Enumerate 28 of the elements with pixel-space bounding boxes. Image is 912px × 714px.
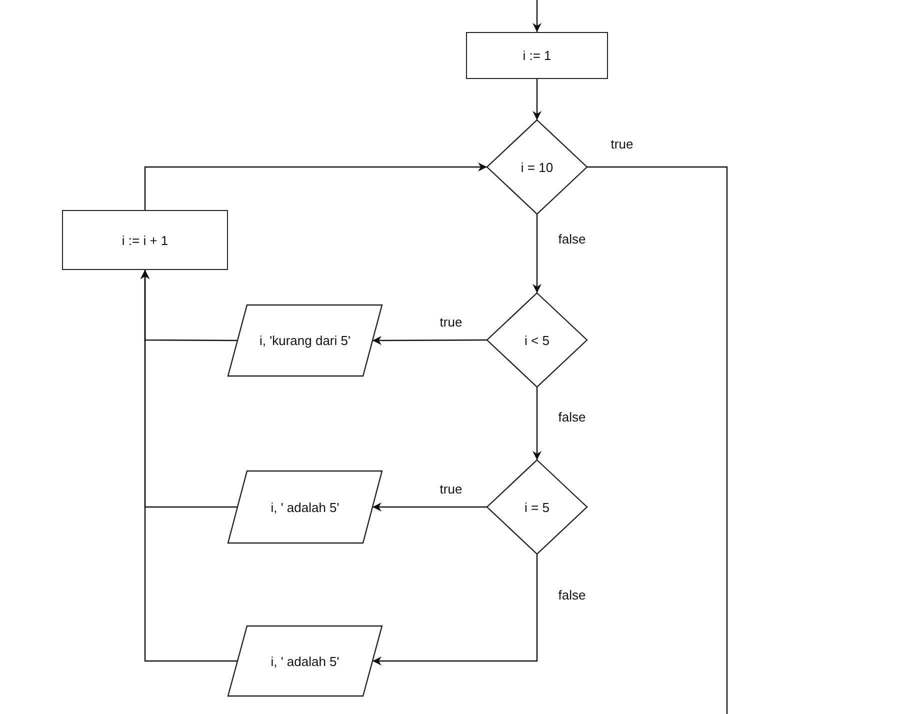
connector-arrow [372,336,487,345]
output-parallelogram [228,305,382,376]
node-label: i := 1 [522,48,552,63]
connector-arrow [532,387,542,460]
node-label: i = 10 [520,160,554,174]
output-parallelogram [228,626,382,696]
edge-label: false [556,232,588,246]
output-parallelogram [228,471,382,543]
node-label: i < 5 [524,332,550,348]
decision-diamond [487,460,587,554]
node-label: i = 5 [524,500,550,514]
connector-arrow [140,270,238,662]
decision-diamond [487,120,587,214]
edge-label: false [556,588,588,602]
connector-arrow [532,79,542,120]
connector-arrow [372,502,487,512]
edge-label: false [556,410,588,424]
decision-diamond [487,293,587,387]
node-label: i, ' adalah 5' [270,654,340,668]
connector-arrow [532,214,542,293]
node-label: i, ' adalah 5' [270,500,340,514]
process-box [466,32,608,79]
connector-arrow [144,162,487,210]
node-label: i, 'kurang dari 5' [258,333,352,348]
process-box [62,210,228,270]
node-label: i := i + 1 [120,232,170,248]
connector-arrow [372,554,538,666]
connector-arrow [532,0,542,32]
